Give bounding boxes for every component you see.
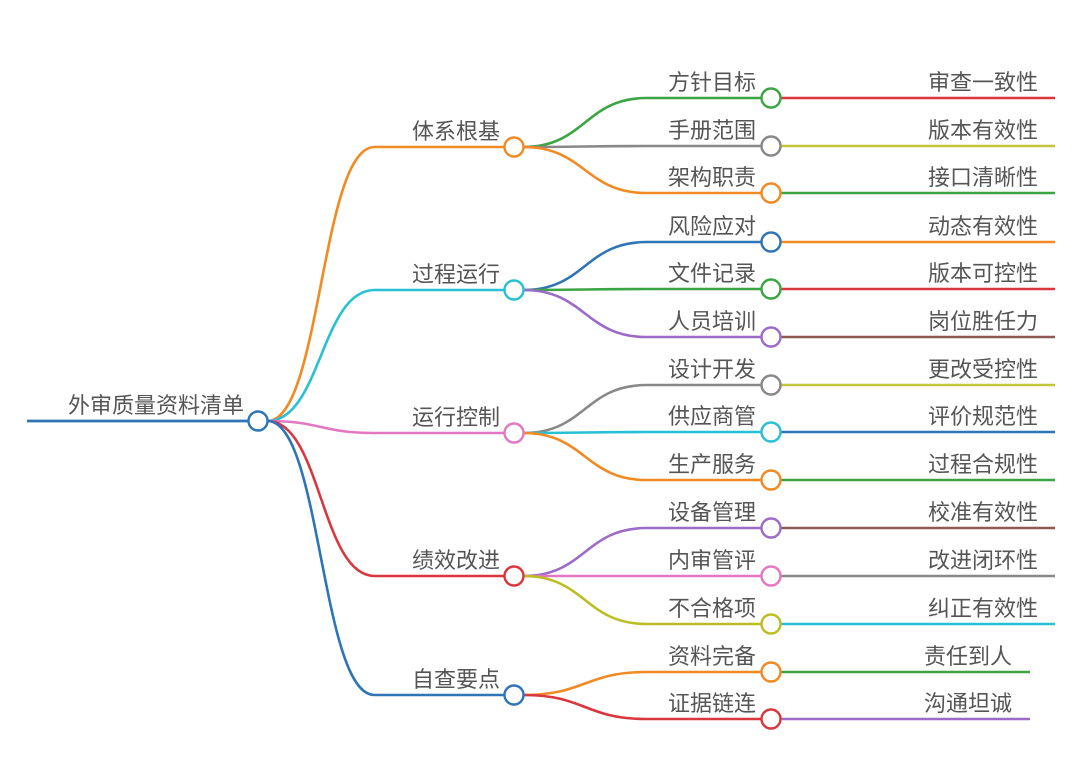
topic-node-toggle[interactable] [760, 565, 782, 587]
edge-root-to-branch [266, 419, 506, 435]
edge-branch-to-topic [522, 240, 763, 292]
topic-label: 架构职责 [668, 166, 756, 191]
edge-branch-to-topic [522, 430, 763, 435]
topic-node-toggle[interactable] [760, 326, 782, 348]
leaf-label: 责任到人 [924, 645, 1012, 670]
topic-label: 设备管理 [668, 501, 756, 526]
leaf-label: 校准有效性 [928, 501, 1038, 526]
leaf-label: 接口清晰性 [928, 166, 1038, 191]
topic-node-toggle[interactable] [760, 708, 782, 730]
topic-label: 证据链连 [668, 692, 756, 717]
nodes-layer [247, 87, 782, 730]
edge-root-to-branch [266, 145, 506, 423]
branch-node-toggle[interactable] [503, 565, 525, 587]
topic-node-toggle[interactable] [760, 421, 782, 443]
topic-node-toggle[interactable] [760, 278, 782, 300]
leaf-label: 改进闭环性 [928, 549, 1038, 574]
edge-branch-to-topic [522, 431, 763, 482]
edge-root-to-branch [266, 419, 506, 697]
topic-node-toggle[interactable] [760, 87, 782, 109]
leaf-label: 更改受控性 [928, 358, 1038, 383]
topic-node-toggle[interactable] [760, 182, 782, 204]
topic-node-toggle[interactable] [760, 469, 782, 491]
branch-label: 绩效改进 [412, 549, 500, 574]
branch-label: 运行控制 [412, 406, 500, 431]
topic-node-toggle[interactable] [760, 231, 782, 253]
branch-node-toggle[interactable] [503, 136, 525, 158]
topic-node-toggle[interactable] [760, 374, 782, 396]
branch-node-toggle[interactable] [503, 684, 525, 706]
branch-node-toggle[interactable] [503, 422, 525, 444]
topic-label: 生产服务 [668, 453, 756, 478]
edge-branch-to-topic [522, 383, 763, 435]
leaf-label: 动态有效性 [928, 215, 1038, 240]
topic-label: 手册范围 [668, 119, 756, 144]
topic-node-toggle[interactable] [760, 661, 782, 683]
topic-label: 文件记录 [668, 262, 756, 287]
edge-branch-to-topic [522, 288, 763, 339]
leaf-label: 审查一致性 [928, 71, 1038, 96]
edge-branch-to-topic [522, 693, 763, 721]
root-label: 外审质量资料清单 [68, 394, 244, 419]
topic-node-toggle[interactable] [760, 135, 782, 157]
topic-label: 不合格项 [668, 597, 756, 622]
topic-label: 风险应对 [668, 215, 756, 240]
edge-root-to-branch [266, 419, 506, 578]
leaf-label: 版本可控性 [928, 262, 1038, 287]
edge-branch-to-topic [522, 526, 763, 578]
topic-node-toggle[interactable] [760, 517, 782, 539]
leaf-label: 纠正有效性 [928, 597, 1038, 622]
edge-branch-to-topic [522, 670, 763, 697]
edge-branch-to-topic [522, 145, 763, 195]
topic-label: 方针目标 [668, 71, 756, 96]
edge-branch-to-topic [522, 96, 763, 149]
topic-label: 供应商管 [668, 405, 756, 430]
edge-branch-to-topic [522, 287, 763, 292]
branch-label: 体系根基 [412, 120, 500, 145]
edge-branch-to-topic [522, 144, 763, 149]
topic-label: 内审管评 [668, 549, 756, 574]
topic-label: 设计开发 [668, 358, 756, 383]
edge-root-to-branch [266, 288, 506, 423]
branch-label: 过程运行 [412, 263, 500, 288]
leaf-label: 岗位胜任力 [928, 310, 1038, 335]
topic-label: 资料完备 [668, 645, 756, 670]
edge-branch-to-topic [522, 574, 763, 626]
branch-node-toggle[interactable] [503, 279, 525, 301]
edges-layer [27, 96, 1055, 721]
topic-node-toggle[interactable] [760, 613, 782, 635]
topic-label: 人员培训 [668, 310, 756, 335]
leaf-label: 版本有效性 [928, 119, 1038, 144]
leaf-label: 过程合规性 [928, 453, 1038, 478]
leaf-label: 评价规范性 [928, 405, 1038, 430]
branch-label: 自查要点 [412, 668, 500, 693]
leaf-label: 沟通坦诚 [924, 692, 1012, 717]
root-node-toggle[interactable] [247, 410, 269, 432]
